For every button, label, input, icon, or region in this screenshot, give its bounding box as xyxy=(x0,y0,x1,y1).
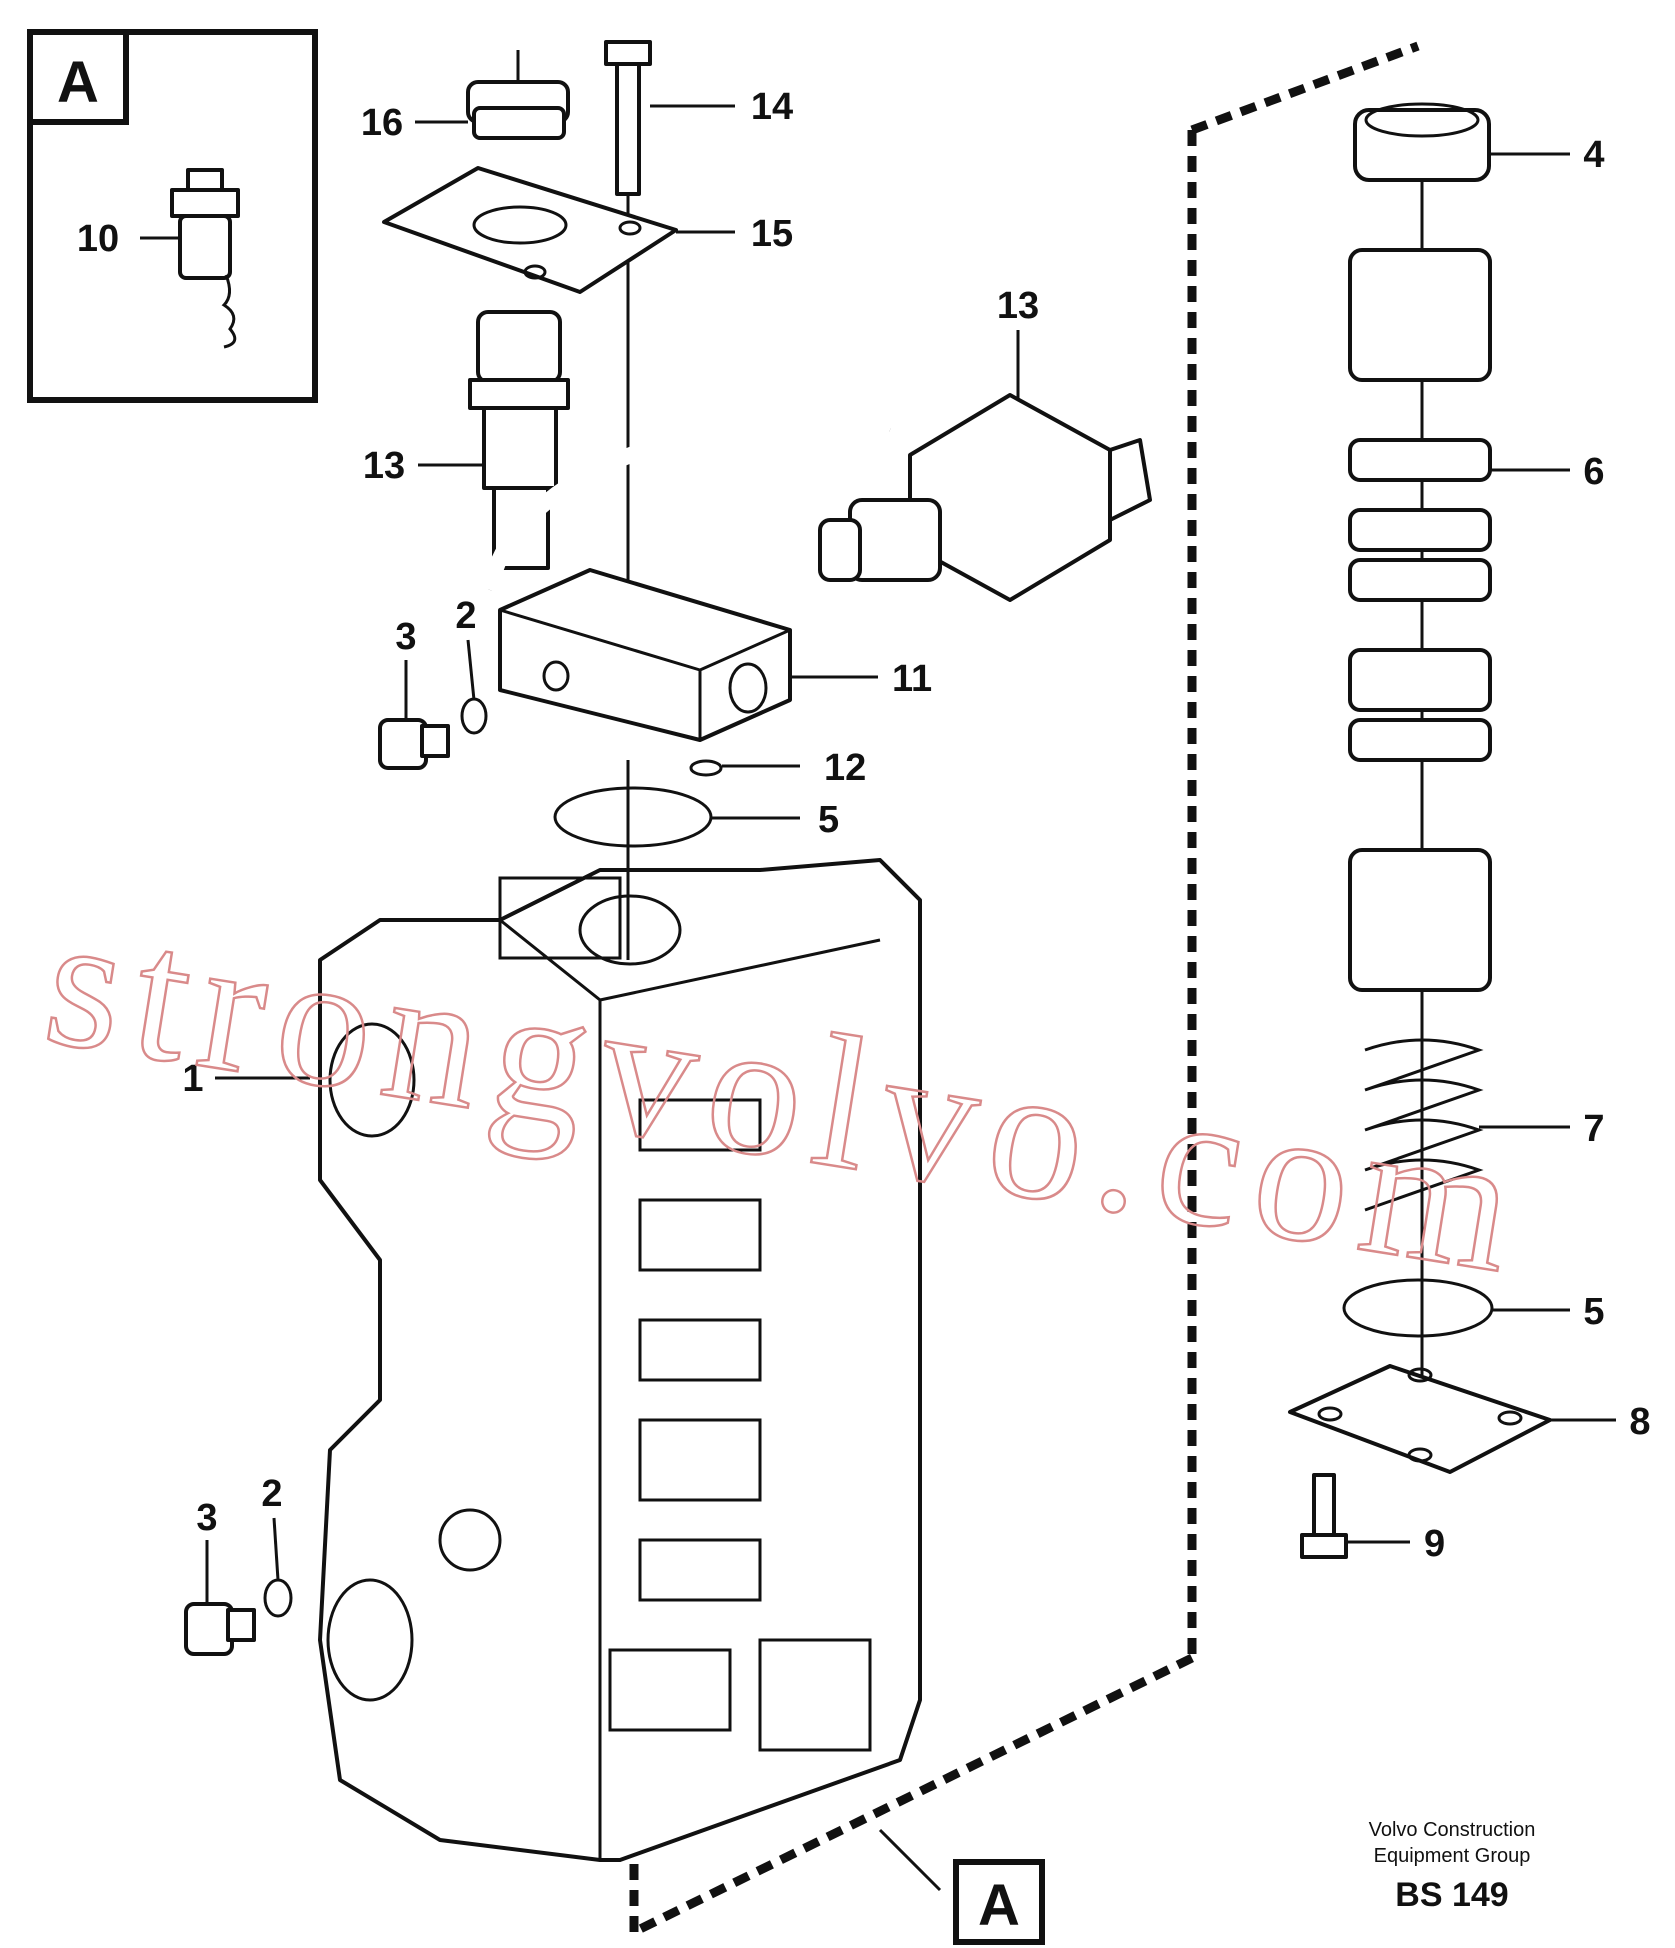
test-nipple-part xyxy=(170,168,240,349)
part-12-oring xyxy=(689,759,723,777)
callout-12: 12 xyxy=(824,747,866,789)
callout-2b: 2 xyxy=(261,1473,282,1515)
section-boundary-top xyxy=(1190,41,1420,135)
part-16-nut xyxy=(466,50,570,140)
part-11-valve-block xyxy=(498,568,792,742)
part-1-valve-housing xyxy=(318,858,922,1862)
part-13-valve-cartridge xyxy=(468,310,570,570)
callout-3a: 3 xyxy=(395,616,416,658)
part-2-oring-lower xyxy=(263,1578,293,1618)
callout-13a: 13 xyxy=(363,445,405,487)
part-3-plug-upper xyxy=(378,718,450,770)
part-3-plug-lower xyxy=(184,1602,256,1656)
part-13-solenoid xyxy=(482,393,1152,602)
callout-16: 16 xyxy=(361,102,403,144)
callout-1: 1 xyxy=(182,1058,203,1100)
callout-8: 8 xyxy=(1629,1401,1650,1443)
part-4-cap xyxy=(1353,102,1491,182)
credit-line-2: Equipment Group xyxy=(1374,1845,1531,1867)
part-5-oring-lower xyxy=(1342,1278,1494,1338)
callout-7: 7 xyxy=(1583,1108,1604,1150)
section-marker-label: A xyxy=(978,1873,1020,1938)
part-14-screw xyxy=(604,40,652,590)
callout-6: 6 xyxy=(1583,451,1604,493)
part-7-spring xyxy=(1364,1038,1484,1212)
inset-label: A xyxy=(57,50,99,115)
section-marker-a: A xyxy=(953,1859,1045,1945)
part-15-plate xyxy=(382,166,678,294)
callout-13b: 13 xyxy=(997,285,1039,327)
part-2-oring-upper xyxy=(460,697,488,735)
part-6-spool xyxy=(1348,248,1492,992)
callout-10: 10 xyxy=(77,218,119,260)
callout-5a: 5 xyxy=(818,799,839,841)
callout-3b: 3 xyxy=(196,1497,217,1539)
part-5-oring-upper xyxy=(553,786,713,848)
callout-9: 9 xyxy=(1424,1523,1445,1565)
inset-detail-a: A 10 xyxy=(27,29,318,403)
callout-15: 15 xyxy=(751,213,793,255)
part-9-screw xyxy=(1300,1473,1348,1559)
callout-2a: 2 xyxy=(455,595,476,637)
callout-4: 4 xyxy=(1583,134,1604,176)
callout-5b: 5 xyxy=(1583,1291,1604,1333)
part-8-cover-plate xyxy=(1288,1364,1552,1474)
callout-11: 11 xyxy=(892,658,932,700)
credit-line-1: Volvo Construction xyxy=(1369,1819,1536,1841)
callout-14: 14 xyxy=(751,86,793,128)
drawing-code: BS 149 xyxy=(1395,1876,1508,1914)
section-marker-leader xyxy=(878,1828,942,1892)
